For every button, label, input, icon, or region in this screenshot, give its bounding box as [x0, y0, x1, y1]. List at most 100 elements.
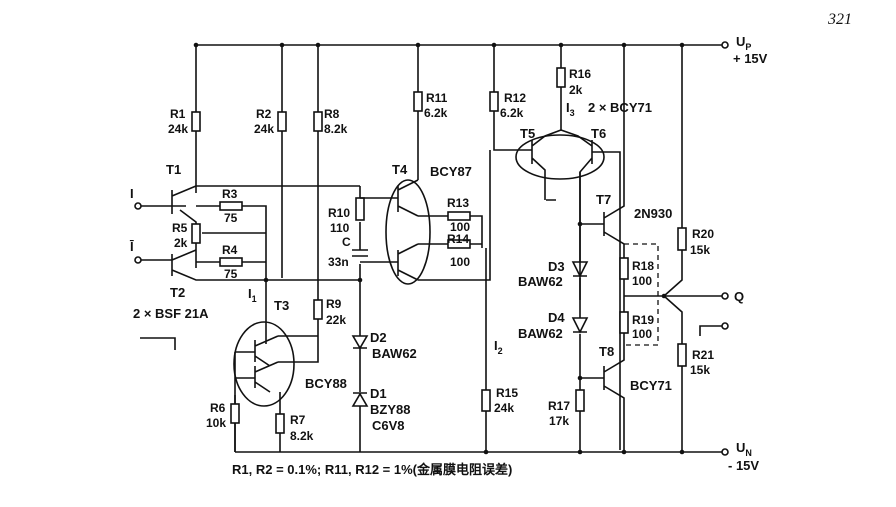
r16-label: R16: [569, 67, 591, 81]
t7-transistor: [580, 45, 625, 258]
junction: [621, 42, 627, 48]
d3-type-label: BAW62: [518, 274, 563, 289]
r18-resistor: [619, 257, 629, 280]
d2-type-label: BAW62: [372, 346, 417, 361]
r1-label: R1: [170, 107, 186, 121]
r21-label: R21: [692, 348, 714, 362]
r8-label: R8: [324, 107, 340, 121]
r6-resistor: [230, 403, 240, 424]
input-i-terminal[interactable]: [134, 202, 142, 210]
r18-value: 100: [632, 274, 652, 288]
t4-label: T4: [392, 162, 408, 177]
r6-label: R6: [210, 401, 226, 415]
r17-resistor: [575, 389, 585, 412]
r11-value: 6.2k: [424, 106, 448, 120]
r14-resistor: [447, 239, 471, 249]
r20-value: 15k: [690, 243, 710, 257]
r2-resistor: [277, 111, 287, 132]
r10-value: 110: [330, 221, 350, 235]
up-terminal[interactable]: [721, 41, 729, 49]
r19-label: R19: [632, 313, 654, 327]
un-label: UN: [736, 440, 752, 458]
input-ibar-terminal[interactable]: [134, 256, 142, 264]
r10-resistor: [355, 197, 365, 221]
t4-envelope: [385, 179, 431, 285]
r5-resistor: [191, 223, 201, 244]
r12-label: R12: [504, 91, 526, 105]
r20-resistor: [677, 227, 687, 251]
junction: [661, 293, 667, 299]
t5-transistor: [520, 129, 562, 201]
gnd-symbol-left: [140, 337, 176, 350]
d3-label: D3: [548, 259, 565, 274]
c-capacitor: [352, 249, 368, 257]
junction: [483, 449, 489, 455]
r18-label: R18: [632, 259, 654, 273]
r15-label: R15: [496, 386, 518, 400]
i1-label: I1: [248, 286, 257, 304]
r19-value: 100: [632, 327, 652, 341]
input-i-label: I: [130, 186, 134, 201]
t2-transistor: [140, 249, 360, 281]
c-label: C: [342, 235, 351, 249]
t56-type-label: 2 × BCY71: [588, 100, 652, 115]
d1-diode: [351, 392, 369, 407]
t56-envelope: [515, 134, 605, 180]
t5-label: T5: [520, 126, 535, 141]
t12-type-label: 2 × BSF 21A: [133, 306, 209, 321]
r2-value: 24k: [254, 122, 274, 136]
t3-transistor: [235, 330, 279, 393]
r13-label: R13: [447, 196, 469, 210]
r1-resistor: [191, 111, 201, 132]
junction: [315, 42, 321, 48]
i2-label: I2: [494, 338, 503, 356]
r8-resistor: [313, 111, 323, 132]
t4-emitter-wire: [418, 150, 491, 281]
t7-label: T7: [596, 192, 611, 207]
junction: [577, 221, 583, 227]
r5-value: 2k: [174, 236, 188, 250]
gnd-terminal[interactable]: [721, 322, 729, 330]
r7-value: 8.2k: [290, 429, 314, 443]
d1-type2-label: C6V8: [372, 418, 405, 433]
up-label: UP: [736, 34, 751, 52]
t6-label: T6: [591, 126, 606, 141]
t3-envelope: [233, 321, 295, 407]
r4-resistor: [219, 257, 243, 267]
q-terminal[interactable]: [721, 292, 729, 300]
t3-collector-wire: [278, 300, 319, 363]
r12-value: 6.2k: [500, 106, 524, 120]
junction: [679, 449, 685, 455]
r13-value: 100: [450, 220, 470, 234]
gnd-symbol-right: [699, 325, 722, 336]
junction: [577, 375, 583, 381]
t1-label: T1: [166, 162, 181, 177]
junction: [357, 277, 363, 283]
r3-label: R3: [222, 187, 238, 201]
c-value: 33n: [328, 255, 349, 269]
tolerance-note: R1, R2 = 0.1%; R11, R12 = 1%(金属膜电阻误差): [232, 462, 512, 477]
r8-value: 8.2k: [324, 122, 348, 136]
i3-label: I3: [566, 100, 575, 118]
r17-label: R17: [548, 399, 570, 413]
d3-diode: [571, 261, 589, 278]
r3-resistor: [219, 201, 243, 211]
t4-transistor: [397, 179, 419, 281]
r4-label: R4: [222, 243, 238, 257]
r14-value: 100: [450, 255, 470, 269]
dashed-link: [624, 243, 659, 346]
junction: [263, 277, 269, 283]
t1-transistor: [140, 185, 197, 214]
t3-label: T3: [274, 298, 289, 313]
junction: [558, 42, 564, 48]
d2-diode: [351, 335, 369, 350]
t6-transistor: [560, 129, 621, 450]
d1-type-label: BZY88: [370, 402, 410, 417]
r9-label: R9: [326, 297, 342, 311]
r11-resistor: [413, 91, 423, 112]
r3-value: 75: [224, 211, 238, 225]
un-terminal[interactable]: [721, 448, 729, 456]
t8-type-label: BCY71: [630, 378, 672, 393]
r7-resistor: [275, 413, 285, 434]
r16-resistor: [556, 67, 566, 88]
